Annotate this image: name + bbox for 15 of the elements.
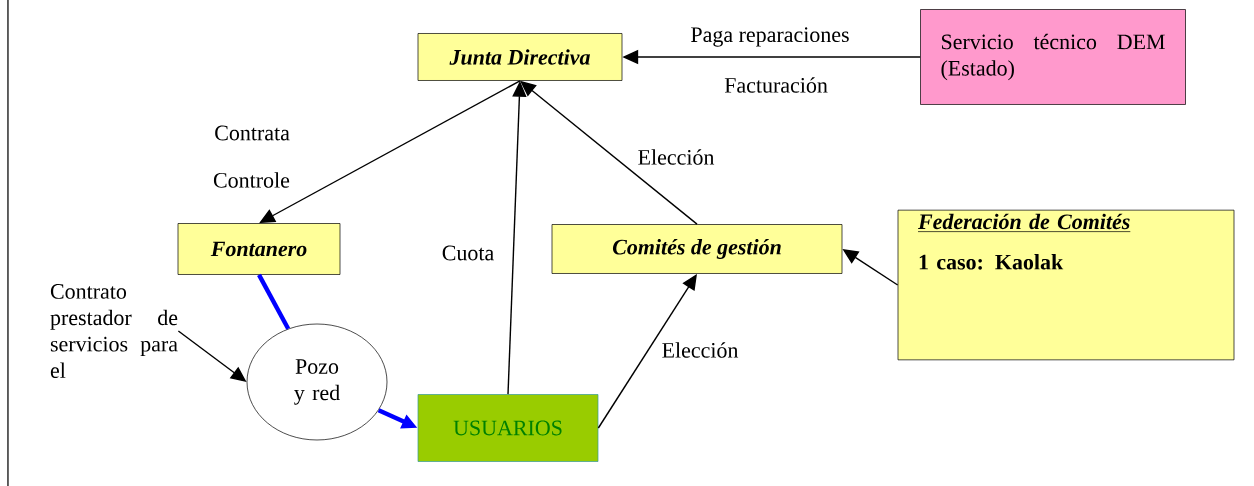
role-box: Comités de gestión [551, 224, 843, 274]
flow-label: Contrata [212, 123, 292, 143]
note-text: Contrato prestador de servicios para el [50, 284, 178, 378]
federation-box: Federación de Comités 1 caso: Kaolak [897, 209, 1235, 361]
flow-label: Facturación [722, 75, 830, 95]
service-box: Servicio técnico DEM (Estado) [920, 9, 1186, 105]
role-box: Junta Directiva [417, 33, 623, 81]
role-box: Fontanero [177, 223, 341, 275]
flow-label: Controle [211, 170, 292, 190]
edge-label: Elección [659, 340, 741, 360]
users-box: USUARIOS [417, 394, 599, 462]
arrow [259, 80, 521, 224]
edge-label: Paga reparaciones [688, 25, 852, 49]
edge-label: Elección [635, 147, 717, 167]
edge-label: Cuota [440, 243, 496, 263]
